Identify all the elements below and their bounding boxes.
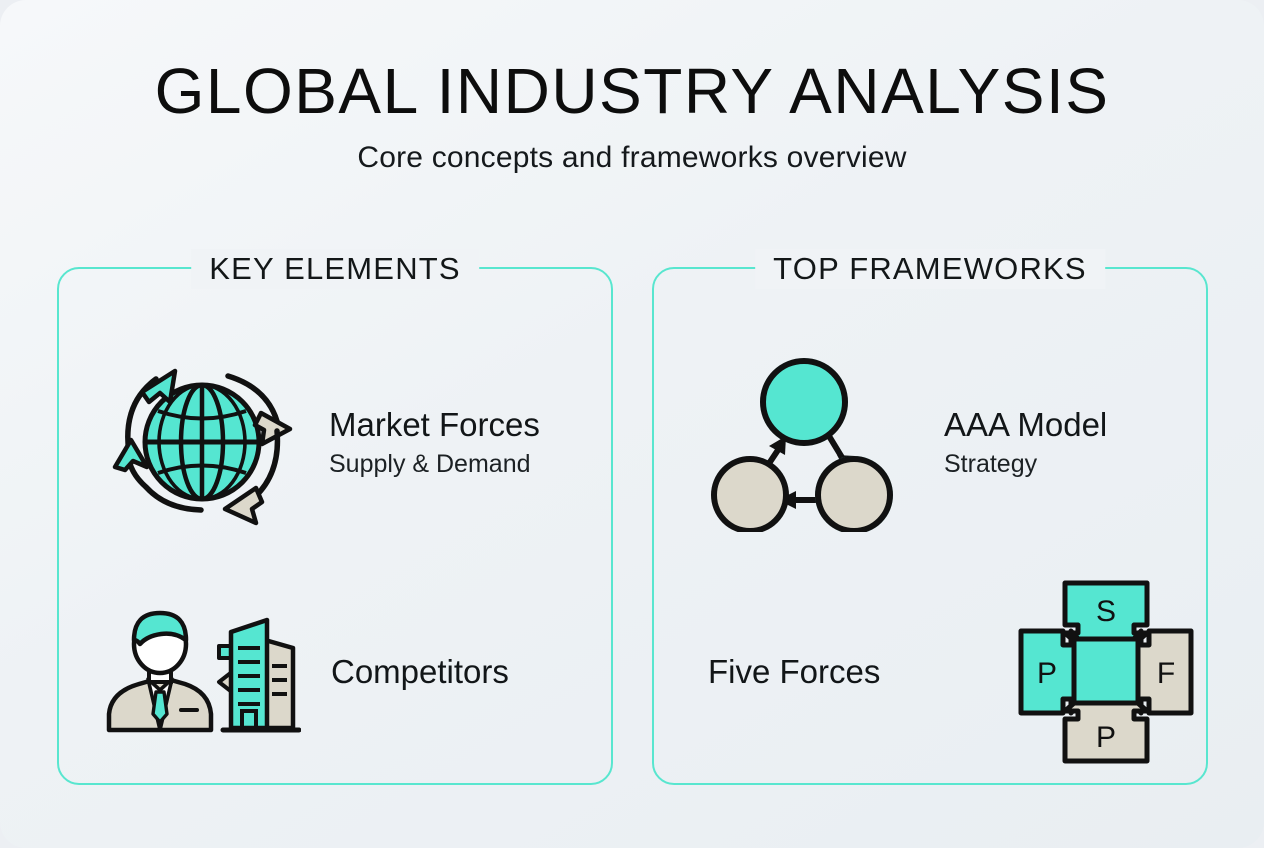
- market-forces-labels: Market Forces Supply & Demand: [297, 406, 611, 479]
- list-item-competitors[interactable]: Competitors: [59, 587, 611, 757]
- competitors-title: Competitors: [331, 653, 509, 691]
- panel-right-legend: TOP FRAMEWORKS: [755, 249, 1105, 289]
- aaa-model-labels: AAA Model Strategy: [904, 406, 1206, 479]
- competitors-labels: Competitors: [301, 653, 611, 691]
- panel-key-elements: KEY ELEMENTS: [57, 249, 613, 785]
- page-title: GLOBAL INDUSTRY ANALYSIS: [154, 55, 1110, 127]
- force-label-right: F: [1157, 657, 1175, 690]
- panel-left-legend: KEY ELEMENTS: [191, 249, 479, 289]
- list-item-five-forces[interactable]: Five Forces S P F: [654, 580, 1206, 764]
- header: GLOBAL INDUSTRY ANALYSIS Core concepts a…: [0, 55, 1264, 175]
- five-forces-labels: Five Forces: [708, 653, 1006, 691]
- list-item-market-forces[interactable]: Market Forces Supply & Demand: [59, 347, 611, 537]
- force-label-bottom: P: [1096, 721, 1116, 754]
- market-forces-title: Market Forces: [329, 405, 540, 443]
- globe-cycle-icon: [107, 357, 297, 527]
- panel-top-frameworks: TOP FRAMEWORKS: [652, 249, 1208, 785]
- five-forces-icon: S P F P: [1006, 577, 1206, 767]
- force-label-left: P: [1037, 657, 1057, 690]
- market-forces-subtitle: Supply & Demand: [329, 449, 531, 478]
- three-circle-cycle-icon: [704, 352, 904, 532]
- aaa-model-title: AAA Model: [944, 405, 1108, 443]
- page-subtitle: Core concepts and frameworks overview: [357, 141, 907, 175]
- force-label-top: S: [1096, 595, 1116, 628]
- businessman-buildings-icon: [101, 610, 301, 735]
- list-item-aaa-model[interactable]: AAA Model Strategy: [654, 347, 1206, 537]
- aaa-model-subtitle: Strategy: [944, 449, 1038, 478]
- five-forces-title: Five Forces: [708, 653, 881, 691]
